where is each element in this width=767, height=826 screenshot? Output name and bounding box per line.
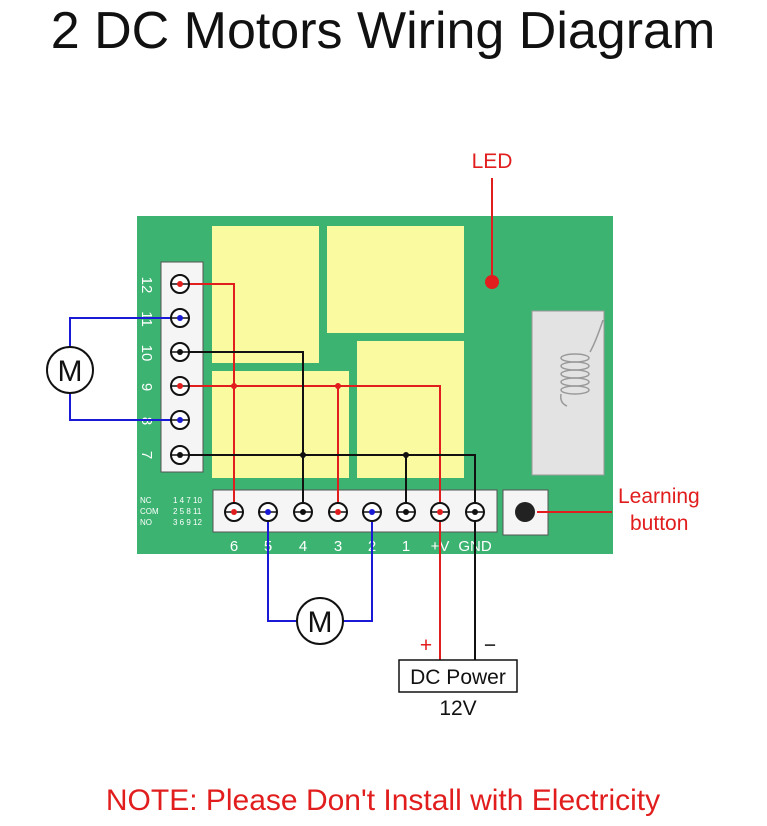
dc-power-box bbox=[398, 659, 518, 693]
wire-red-12-to-6 bbox=[180, 283, 235, 512]
screw-terminal-3-icon bbox=[328, 502, 348, 522]
screw-terminal-6-icon bbox=[224, 502, 244, 522]
screw-terminal-gnd-icon bbox=[465, 502, 485, 522]
wire-black-10-to-4 bbox=[180, 351, 304, 512]
dc-power-label: DC Power bbox=[410, 666, 506, 689]
side-terminal-block bbox=[160, 261, 204, 473]
bottom-label-4: 4 bbox=[299, 538, 307, 555]
screw-terminal-12-icon bbox=[170, 274, 190, 294]
led-dot-icon bbox=[485, 275, 499, 289]
wire-red-9-to-v bbox=[180, 385, 441, 660]
screw-terminal-v-icon bbox=[430, 502, 450, 522]
legend-nc-values: 1 4 7 10 bbox=[173, 496, 202, 505]
motor-bottom-label: M bbox=[308, 606, 333, 639]
relay-4 bbox=[357, 341, 464, 478]
junction-black-2 bbox=[403, 452, 409, 458]
side-label-12: 12 bbox=[138, 277, 155, 294]
wire-black-7-to-gnd bbox=[180, 454, 476, 660]
screw-terminal-11-icon bbox=[170, 308, 190, 328]
screw-terminal-9-icon bbox=[170, 376, 190, 396]
diagram-title: 2 DC Motors Wiring Diagram bbox=[51, 2, 716, 60]
side-label-10: 10 bbox=[138, 345, 155, 362]
bottom-terminal-block bbox=[212, 489, 498, 533]
learning-label-line2: button bbox=[630, 512, 688, 535]
relay-1 bbox=[212, 226, 319, 363]
legend-no-values: 3 6 9 12 bbox=[173, 518, 202, 527]
motor-left: M bbox=[46, 346, 94, 394]
screw-terminal-4-icon bbox=[293, 502, 313, 522]
motor-bottom-icon bbox=[296, 597, 344, 645]
antenna-coil-icon bbox=[531, 310, 605, 476]
wire-blue-11-motor bbox=[69, 317, 180, 347]
legend-com: COM bbox=[140, 507, 159, 516]
motor-left-label: M bbox=[58, 355, 83, 388]
bottom-label-3: 3 bbox=[334, 538, 342, 555]
minus-sign: − bbox=[484, 634, 496, 657]
screw-terminal-8-icon bbox=[170, 410, 190, 430]
legend-no: NO bbox=[140, 518, 152, 527]
led-label: LED bbox=[472, 150, 513, 173]
screw-terminal-1-icon bbox=[396, 502, 416, 522]
wire-blue-2-motor bbox=[343, 512, 373, 622]
plus-sign: + bbox=[420, 634, 432, 657]
voltage-label: 12V bbox=[439, 697, 476, 720]
screw-terminal-7-icon bbox=[170, 445, 190, 465]
legend-nc: NC bbox=[140, 496, 152, 505]
side-label-7: 7 bbox=[138, 451, 155, 459]
safety-note: NOTE: Please Don't Install with Electric… bbox=[106, 784, 660, 817]
wire-blue-5-motor bbox=[267, 512, 297, 622]
bottom-label-6: 6 bbox=[230, 538, 238, 555]
learning-label-line1: Learning bbox=[618, 485, 700, 508]
motor-bottom: M bbox=[296, 597, 344, 645]
junction-red-2 bbox=[335, 383, 341, 389]
side-label-9: 9 bbox=[138, 383, 155, 391]
side-screws bbox=[170, 274, 190, 465]
screw-terminal-10-icon bbox=[170, 342, 190, 362]
wire-blue-8-motor bbox=[69, 393, 180, 421]
motor-left-icon bbox=[46, 346, 94, 394]
bottom-label-1: 1 bbox=[402, 538, 410, 555]
junction-red-1 bbox=[231, 383, 237, 389]
screw-terminal-5-icon bbox=[258, 502, 278, 522]
relay-2 bbox=[327, 226, 464, 333]
screw-terminal-2-icon bbox=[362, 502, 382, 522]
legend-com-values: 2 5 8 11 bbox=[173, 507, 202, 516]
learning-push-button bbox=[502, 489, 549, 536]
relay-legend: NC COM NO 1 4 7 10 2 5 8 11 3 6 9 12 bbox=[140, 496, 202, 527]
bottom-screws bbox=[224, 502, 485, 522]
junction-black-1 bbox=[300, 452, 306, 458]
